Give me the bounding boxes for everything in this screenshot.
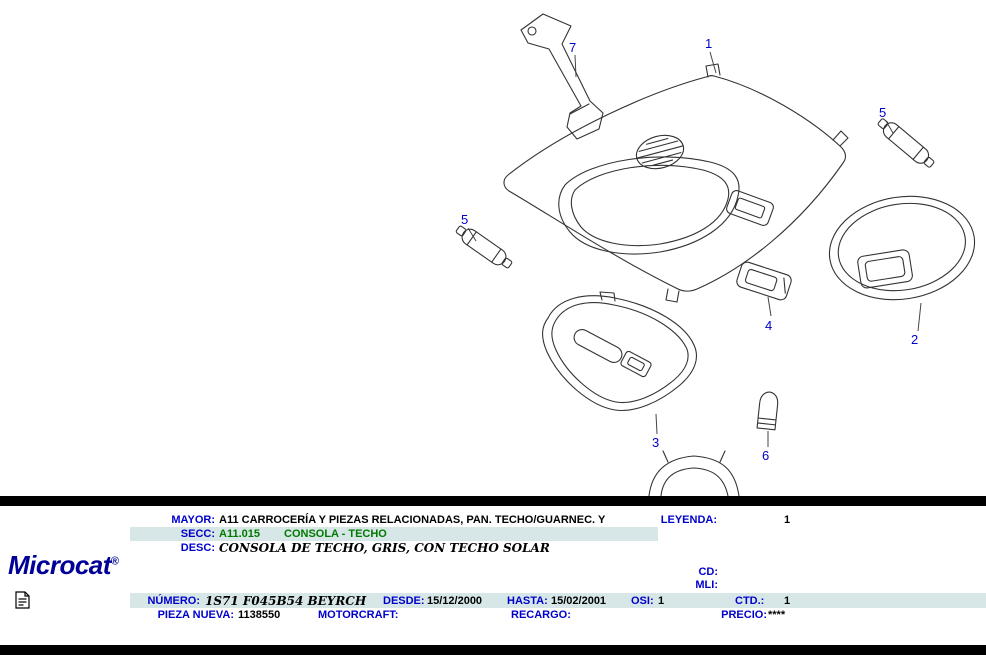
microcat-logo: Microcat® <box>8 550 119 581</box>
precio-value: **** <box>768 609 786 621</box>
numero-value: 1S71 F045B54 BEYRCH <box>205 594 367 608</box>
part-2-dome-lamp <box>828 195 976 301</box>
osi-label: OSI: <box>631 595 654 607</box>
ctd-value: 1 <box>784 595 791 607</box>
callout-7[interactable]: 7 <box>569 40 576 55</box>
mayor-value: A11 CARROCERÍA Y PIEZAS RELACIONADAS, PA… <box>219 514 606 526</box>
desde-label: DESDE: <box>383 595 425 607</box>
hasta-value: 15/02/2001 <box>551 595 607 607</box>
callout-5-right[interactable]: 5 <box>879 105 886 120</box>
part-6-bulb <box>756 391 779 431</box>
secc-label: SECC: <box>180 528 215 540</box>
microcat-logo-text: Microcat <box>8 550 111 580</box>
secc-name: CONSOLA - TECHO <box>284 528 387 540</box>
panel-top-divider <box>0 496 986 506</box>
callout-5-left[interactable]: 5 <box>461 212 468 227</box>
secc-row-highlight <box>130 527 658 541</box>
mli-label: MLI: <box>695 579 718 591</box>
part-3-maplight-console <box>542 291 698 412</box>
numero-row-highlight <box>130 593 986 608</box>
catalog-page-icon[interactable] <box>12 590 32 610</box>
secc-code: A11.015 <box>219 528 260 540</box>
cd-label: CD: <box>698 566 718 578</box>
part-4-switch <box>736 261 792 301</box>
callout-3[interactable]: 3 <box>652 435 659 450</box>
hasta-label: HASTA: <box>507 595 548 607</box>
part-5-festoon-bulb-left <box>455 225 513 269</box>
ctd-label: CTD.: <box>735 595 765 607</box>
desc-label: DESC: <box>180 542 215 554</box>
leyenda-label: LEYENDA: <box>660 514 717 526</box>
recargo-label: RECARGO: <box>511 609 571 621</box>
registered-mark: ® <box>110 555 119 568</box>
callout-2[interactable]: 2 <box>911 332 918 347</box>
part-1-overhead-console <box>503 63 849 303</box>
pieza-nueva-value: 1138550 <box>238 609 281 621</box>
callout-1[interactable]: 1 <box>705 36 712 51</box>
parts-diagram: 1 7 5 5 4 2 3 6 <box>455 13 976 496</box>
panel-bottom-divider <box>0 645 986 655</box>
mayor-label: MAYOR: <box>171 514 215 526</box>
desde-value: 15/12/2000 <box>427 595 483 607</box>
motorcraft-label: MOTORCRAFT: <box>318 609 399 621</box>
part-7-bracket <box>520 13 604 140</box>
cutoff-part <box>648 450 740 496</box>
numero-label: NÚMERO: <box>147 595 200 607</box>
callout-leaders <box>467 51 922 447</box>
pieza-nueva-label: PIEZA NUEVA: <box>157 609 234 621</box>
precio-label: PRECIO: <box>721 609 767 621</box>
desc-value: CONSOLA DE TECHO, GRIS, CON TECHO SOLAR <box>219 541 550 555</box>
callout-6[interactable]: 6 <box>762 448 769 463</box>
leyenda-value: 1 <box>784 514 791 526</box>
callout-4[interactable]: 4 <box>765 318 772 333</box>
osi-value: 1 <box>658 595 665 607</box>
part-5-festoon-bulb-right <box>877 118 935 168</box>
